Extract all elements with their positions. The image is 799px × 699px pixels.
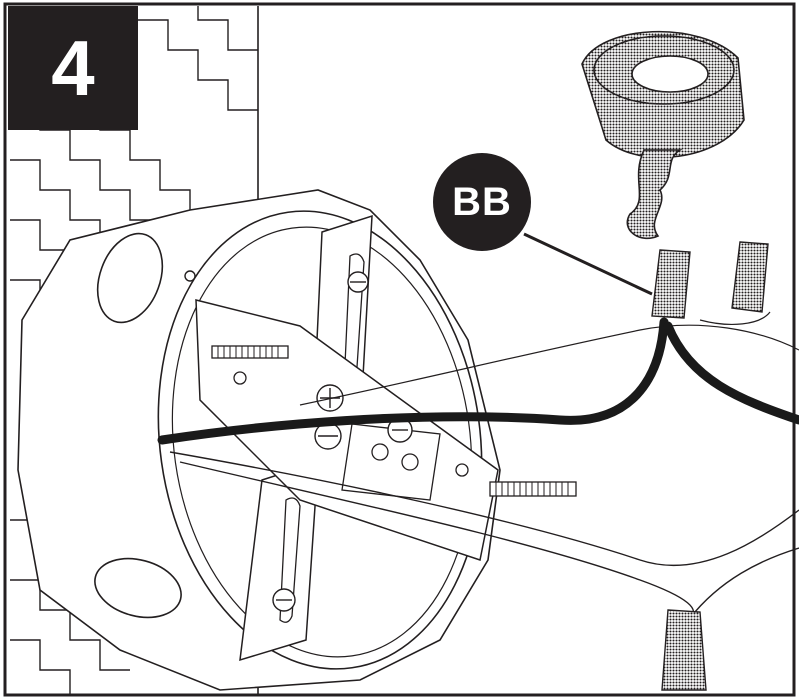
black-wire <box>157 317 669 445</box>
white-wire <box>689 547 799 619</box>
black-wire <box>663 321 799 425</box>
wire-nut <box>731 241 769 313</box>
crossbar-hole <box>401 453 419 471</box>
ground-wire <box>699 311 771 325</box>
callout-label: BB <box>452 179 512 224</box>
screw-icon <box>316 384 344 412</box>
callout-leader <box>523 232 653 296</box>
box-rivet <box>184 270 196 282</box>
crossbar-hole <box>233 371 247 385</box>
step-number: 4 <box>51 24 95 112</box>
crossbar-hole <box>371 443 389 461</box>
box-opening-inner <box>171 226 473 658</box>
threaded-bolt-icon <box>211 345 289 359</box>
white-wire <box>169 451 799 566</box>
electrical-tape-roll-icon <box>581 30 745 239</box>
screw-icon <box>272 588 296 612</box>
panel-frame <box>3 2 796 697</box>
white-wire <box>179 461 695 619</box>
screw-icon <box>387 417 413 443</box>
threaded-bolt-icon <box>489 481 577 497</box>
screw-icon <box>347 271 369 293</box>
crossbar-hole <box>455 463 469 477</box>
step-number-badge: 4 <box>8 6 138 130</box>
ground-wire <box>299 324 799 406</box>
knockout-hole <box>96 232 164 324</box>
callout-bubble: BB <box>433 153 531 251</box>
wire-nut <box>661 609 707 691</box>
wire-nut <box>651 249 691 319</box>
knockout-hole <box>94 557 182 619</box>
